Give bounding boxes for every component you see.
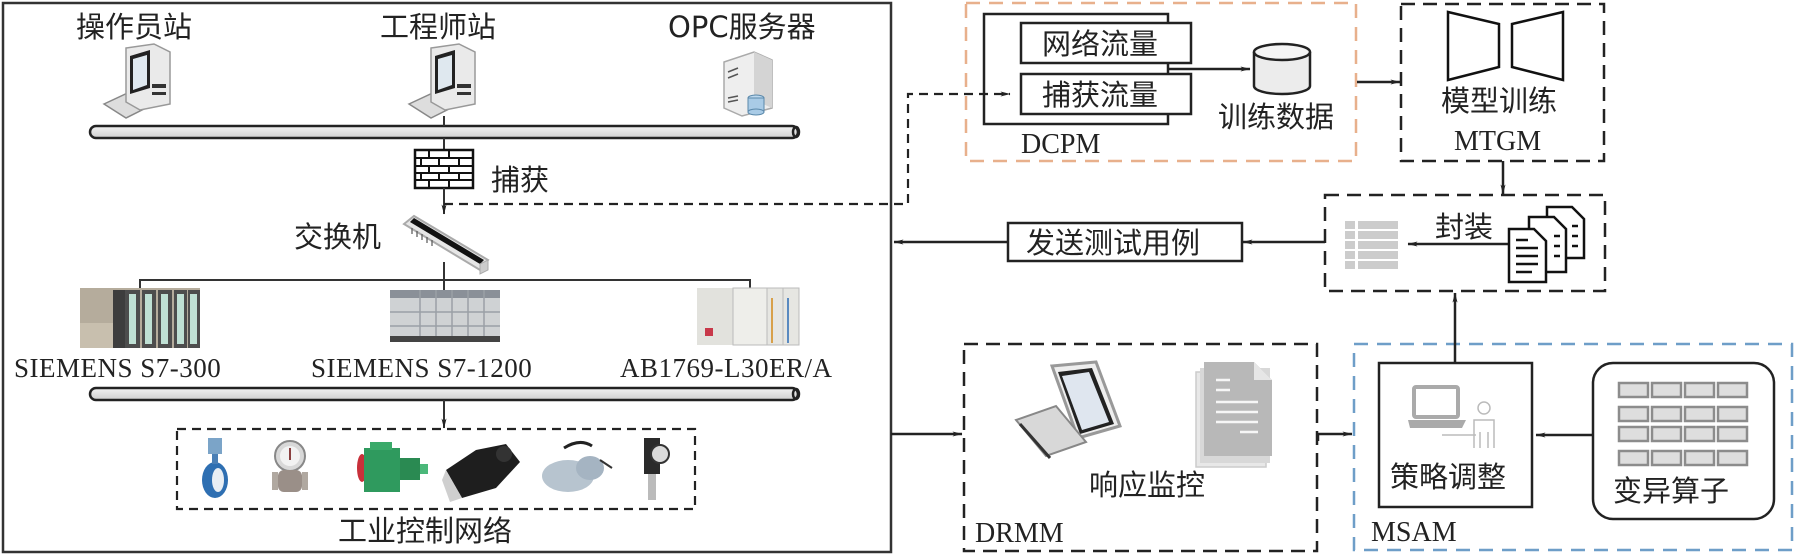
packaging-label: 封装 xyxy=(1435,210,1493,244)
pressure-transmitter-icon[interactable] xyxy=(644,438,670,500)
siemens-s7-300-plc-image[interactable] xyxy=(80,288,200,348)
servo-motor-icon[interactable] xyxy=(442,444,520,502)
drmm-module: 响应监控 DRMM xyxy=(962,342,1319,553)
dcpm-module: 网络流量 捕获流量 训练数据 DCPM xyxy=(964,1,1358,163)
mutation-grid-cell xyxy=(1650,425,1683,443)
mutation-grid-cell xyxy=(1683,405,1716,423)
panel-border xyxy=(1,1,893,554)
flowmeter-icon[interactable] xyxy=(202,438,228,498)
field-devices-group xyxy=(175,427,697,511)
network-traffic-label: 网络流量 xyxy=(1042,27,1158,61)
drmm-name: DRMM xyxy=(975,518,1064,549)
mtgm-name: MTGM xyxy=(1454,126,1541,157)
mutation-grid-cell xyxy=(1716,449,1749,467)
mutation-grid-cell xyxy=(1683,381,1716,399)
electric-actuator-icon[interactable] xyxy=(542,441,613,492)
plc-label-s7-300: SIEMENS S7-300 xyxy=(14,353,221,383)
engineer-station-label: 工程师站 xyxy=(380,10,496,44)
bottom-network-bus xyxy=(88,386,801,402)
capture-label: 捕获 xyxy=(491,163,549,197)
mutation-grid-cell xyxy=(1650,381,1683,399)
opc-server-label: OPC服务器 xyxy=(668,10,816,44)
mutation-grid-cell xyxy=(1650,405,1683,423)
send-test-cases-box[interactable] xyxy=(1006,221,1244,263)
documents-stack-icon xyxy=(1507,205,1586,284)
report-document-icon xyxy=(1195,362,1272,468)
siemens-s7-1200-plc-image[interactable] xyxy=(390,290,500,342)
top-network-bus xyxy=(88,124,801,140)
industrial-network-title: 工业控制网络 xyxy=(338,514,512,548)
mutation-grid-cell xyxy=(1683,425,1716,443)
mutation-grid-cell xyxy=(1716,405,1749,423)
engineer-pc-icon[interactable] xyxy=(407,43,476,119)
strategy-adjustment-label: 策略调整 xyxy=(1390,460,1506,494)
mutation-grid-cell xyxy=(1617,381,1650,399)
firewall-icon[interactable] xyxy=(413,148,475,190)
model-training-label: 模型训练 xyxy=(1441,84,1557,118)
industrial-control-network-panel: 操作员站 工程师站 OPC服务器 xyxy=(1,1,893,554)
ab1769-plc-image[interactable] xyxy=(697,287,800,346)
field-devices xyxy=(202,438,670,502)
mutation-grid-cell xyxy=(1683,449,1716,467)
operator-station-label: 操作员站 xyxy=(76,10,192,44)
encoder-decoder-icon xyxy=(1446,10,1565,82)
msam-name: MSAM xyxy=(1371,517,1457,548)
network-traffic-box[interactable] xyxy=(1019,21,1193,65)
switch-icon[interactable] xyxy=(402,214,490,275)
capture-traffic-path xyxy=(444,91,1011,206)
opc-server-icon[interactable] xyxy=(723,51,773,117)
mutation-operators-label: 变异算子 xyxy=(1613,474,1729,508)
packaging-module: 封装 xyxy=(1323,193,1607,293)
mutation-grid-cell xyxy=(1617,405,1650,423)
dcpm-border xyxy=(964,1,1358,163)
gauge-meter-icon[interactable] xyxy=(272,440,308,492)
plc-label-ab1769: AB1769-L30ER/A xyxy=(620,353,833,383)
captured-traffic-box[interactable] xyxy=(1019,72,1193,116)
drmm-border xyxy=(962,342,1319,553)
operator-pc-icon[interactable] xyxy=(102,43,171,119)
switch-label: 交换机 xyxy=(294,220,381,254)
msam-border xyxy=(1352,342,1794,552)
msam-module: 策略调整 变异算子 MSAM xyxy=(1352,342,1794,552)
response-monitoring-label: 响应监控 xyxy=(1089,468,1205,502)
test-case-list-icon xyxy=(1345,221,1398,269)
mutation-grid-cell xyxy=(1617,425,1650,443)
send-test-cases-label: 发送测试用例 xyxy=(1026,226,1200,260)
training-data-label: 训练数据 xyxy=(1218,100,1334,134)
mutation-operators-box[interactable] xyxy=(1591,361,1776,521)
plc-label-s7-1200: SIEMENS S7-1200 xyxy=(311,353,532,383)
mutation-grid-cell xyxy=(1617,449,1650,467)
training-data-database-icon[interactable] xyxy=(1252,42,1312,96)
mtgm-border xyxy=(1399,2,1606,163)
mtgm-module: 模型训练 MTGM xyxy=(1399,2,1606,163)
gear-reducer-icon[interactable] xyxy=(357,442,428,492)
dcpm-name: DCPM xyxy=(1021,129,1100,160)
mutation-operator-grid-icon xyxy=(1617,381,1749,467)
operator-workstation-icon xyxy=(1408,385,1495,448)
captured-traffic-label: 捕获流量 xyxy=(1042,78,1158,112)
laptop-icon[interactable] xyxy=(1014,360,1122,459)
mutation-grid-cell xyxy=(1650,449,1683,467)
mutation-grid-cell xyxy=(1716,425,1749,443)
drmm-to-msam-arrow xyxy=(1316,431,1353,441)
mutation-grid-cell xyxy=(1716,381,1749,399)
